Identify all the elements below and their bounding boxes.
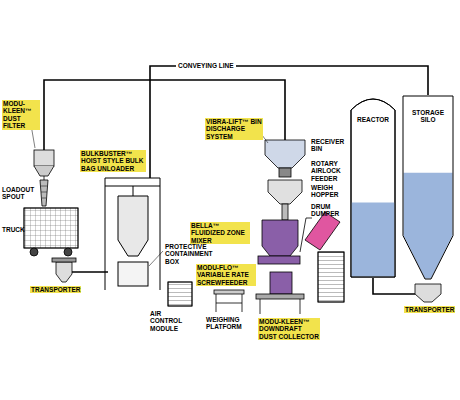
equipment-label: PROTECTIVE CONTAINMENT BOX [165, 243, 227, 265]
equipment-label: VIBRA-LIFT™ BIN DISCHARGE SYSTEM [205, 118, 263, 140]
truck [24, 208, 78, 256]
loadout-spout [40, 176, 48, 206]
weighing-platform [214, 290, 244, 312]
equipment-label: MODU-KLEEN™ DUST FILTER [2, 100, 40, 130]
equipment-label: RECEIVER BIN [311, 138, 347, 153]
equipment-label: TRANSPORTER [30, 286, 81, 293]
equipment-label: WEIGHING PLATFORM [206, 316, 252, 331]
equipment-label: BELLA™ FLUIDIZED ZONE MIXER [190, 222, 250, 244]
conveying-lines [44, 66, 428, 294]
bulk-bag-unloader [105, 178, 163, 290]
cabinets [168, 252, 344, 306]
equipment-label: BULKBUSTER™ HOIST STYLE BULK BAG UNLOADE… [80, 150, 146, 172]
equipment-label: AIR CONTROL MODULE [150, 310, 194, 332]
equipment-label: TRANSPORTER [404, 306, 455, 313]
drum-dumper [300, 212, 340, 252]
equipment-label: ROTARY AIRLOCK FEEDER [311, 160, 347, 182]
equipment-label: TRUCK [2, 226, 24, 233]
center-column [256, 135, 305, 314]
transporter-right [415, 284, 441, 302]
tank-label: STORAGE SILO [402, 109, 454, 124]
equipment-label: WEIGH HOPPER [311, 184, 347, 199]
reactor-tank: REACTOR [350, 98, 396, 278]
transporter-left [52, 258, 76, 282]
equipment-label: LOADOUT SPOUT [2, 186, 36, 201]
equipment-label: MODU-KLEEN™ DOWNDRAFT DUST COLLECTOR [258, 318, 320, 340]
equipment-label: MODU-FLO™ VARIABLE RATE SCREWFEEDER [196, 264, 256, 286]
equipment-label: DRUM DUMPER [311, 203, 351, 218]
storage-silo: STORAGE SILO [402, 95, 454, 280]
tank-outline [350, 98, 396, 278]
tank-label: REACTOR [350, 116, 396, 123]
equipment-label: CONVEYING LINE [176, 62, 236, 69]
